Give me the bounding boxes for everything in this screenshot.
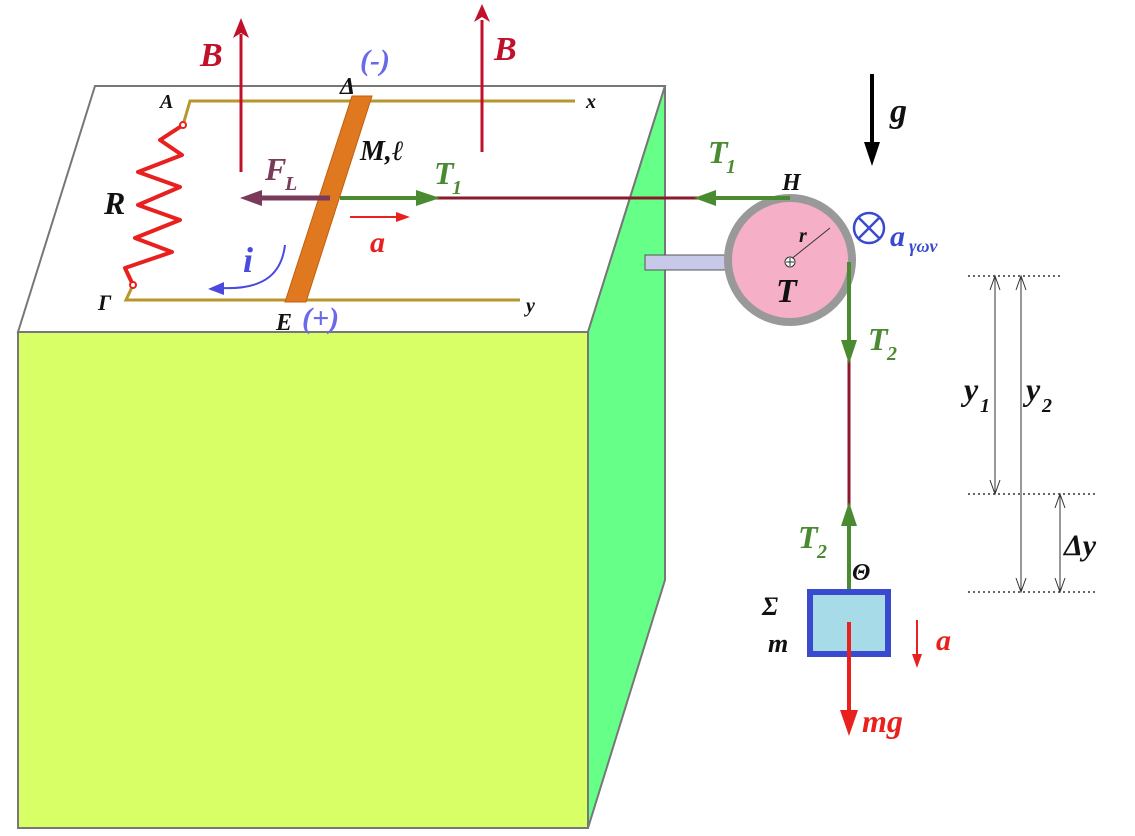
label-mass-m: m (768, 629, 788, 658)
label-y2-sub: 2 (1041, 395, 1052, 417)
label-weight-mg: mg (862, 703, 903, 739)
label-radius-r: r (799, 225, 807, 247)
label-point-Theta: Θ (852, 560, 870, 586)
B-field-arrowhead-right (474, 4, 490, 22)
label-T1-pulley: T (708, 134, 729, 170)
label-resistance-R: R (103, 185, 125, 221)
node-Gamma (129, 281, 137, 289)
angular-acceleration-into-page-icon (852, 211, 886, 245)
pulley-radius (789, 227, 831, 261)
table-front (17, 331, 589, 829)
tension-T1-rod-arrowhead (416, 190, 440, 206)
label-mass-acceleration: a (936, 624, 951, 657)
label-axis-x: x (585, 91, 596, 113)
rail-top (181, 99, 575, 126)
lorentz-force-arrowhead (240, 190, 262, 206)
rod-acceleration-arrowhead (396, 212, 410, 222)
node-A (179, 121, 187, 129)
mass-acceleration-arrowhead (912, 654, 922, 668)
label-point-H: H (781, 170, 802, 196)
label-current-i: i (243, 240, 253, 280)
label-B-right: B (493, 31, 517, 68)
label-axis-y: y (524, 295, 535, 317)
tension-T1-pulley-arrowhead (694, 190, 716, 206)
label-y1: y (960, 371, 979, 407)
label-T1-rod-sub: 1 (452, 177, 462, 199)
label-T1-rod: T (434, 155, 455, 191)
label-lorentz-sub: L (284, 173, 297, 195)
label-T2-top: T (868, 321, 889, 357)
label-rod-mass-length: M,ℓ (359, 136, 404, 167)
label-delta-y: Δy (1063, 529, 1097, 562)
label-lorentz-F: F (264, 151, 286, 187)
dim-y2 (1015, 274, 1027, 594)
label-minus-terminal: (-) (360, 44, 390, 77)
label-plus-terminal: (+) (302, 302, 339, 335)
B-field-arrowhead-left (233, 18, 249, 38)
label-body-Sigma: Σ (761, 592, 778, 621)
label-angular-acceleration: a (890, 220, 905, 253)
gravity-arrowhead (864, 142, 880, 166)
label-y1-sub: 1 (980, 395, 990, 417)
resistor (123, 123, 185, 286)
label-rod-acceleration: a (370, 226, 385, 259)
label-pulley-T: T (776, 273, 798, 310)
label-point-Gamma: Γ (97, 290, 112, 315)
label-point-E: E (275, 310, 292, 336)
label-point-Delta: Δ (339, 74, 355, 100)
dim-y1 (989, 274, 1001, 496)
rail-bottom (123, 284, 520, 302)
label-point-A: A (158, 91, 173, 113)
label-gravity-g: g (889, 93, 907, 130)
current-arrowhead (208, 282, 224, 295)
current-arrow (221, 244, 286, 290)
label-T2-top-sub: 2 (886, 343, 897, 365)
pulley-axle-cross (786, 258, 794, 266)
tension-T2-bottom-arrowhead (841, 502, 857, 526)
label-T1-pulley-sub: 1 (726, 156, 736, 178)
label-B-left: B (199, 37, 223, 74)
label-T2-bottom-sub: 2 (816, 541, 827, 563)
weight-arrowhead (840, 710, 858, 736)
label-angular-acceleration-sub: γων (909, 236, 939, 256)
label-T2-bottom: T (798, 519, 819, 555)
dim-delta-y (1054, 492, 1066, 594)
label-y2: y (1022, 371, 1041, 407)
tension-T2-top-arrowhead (841, 340, 857, 364)
